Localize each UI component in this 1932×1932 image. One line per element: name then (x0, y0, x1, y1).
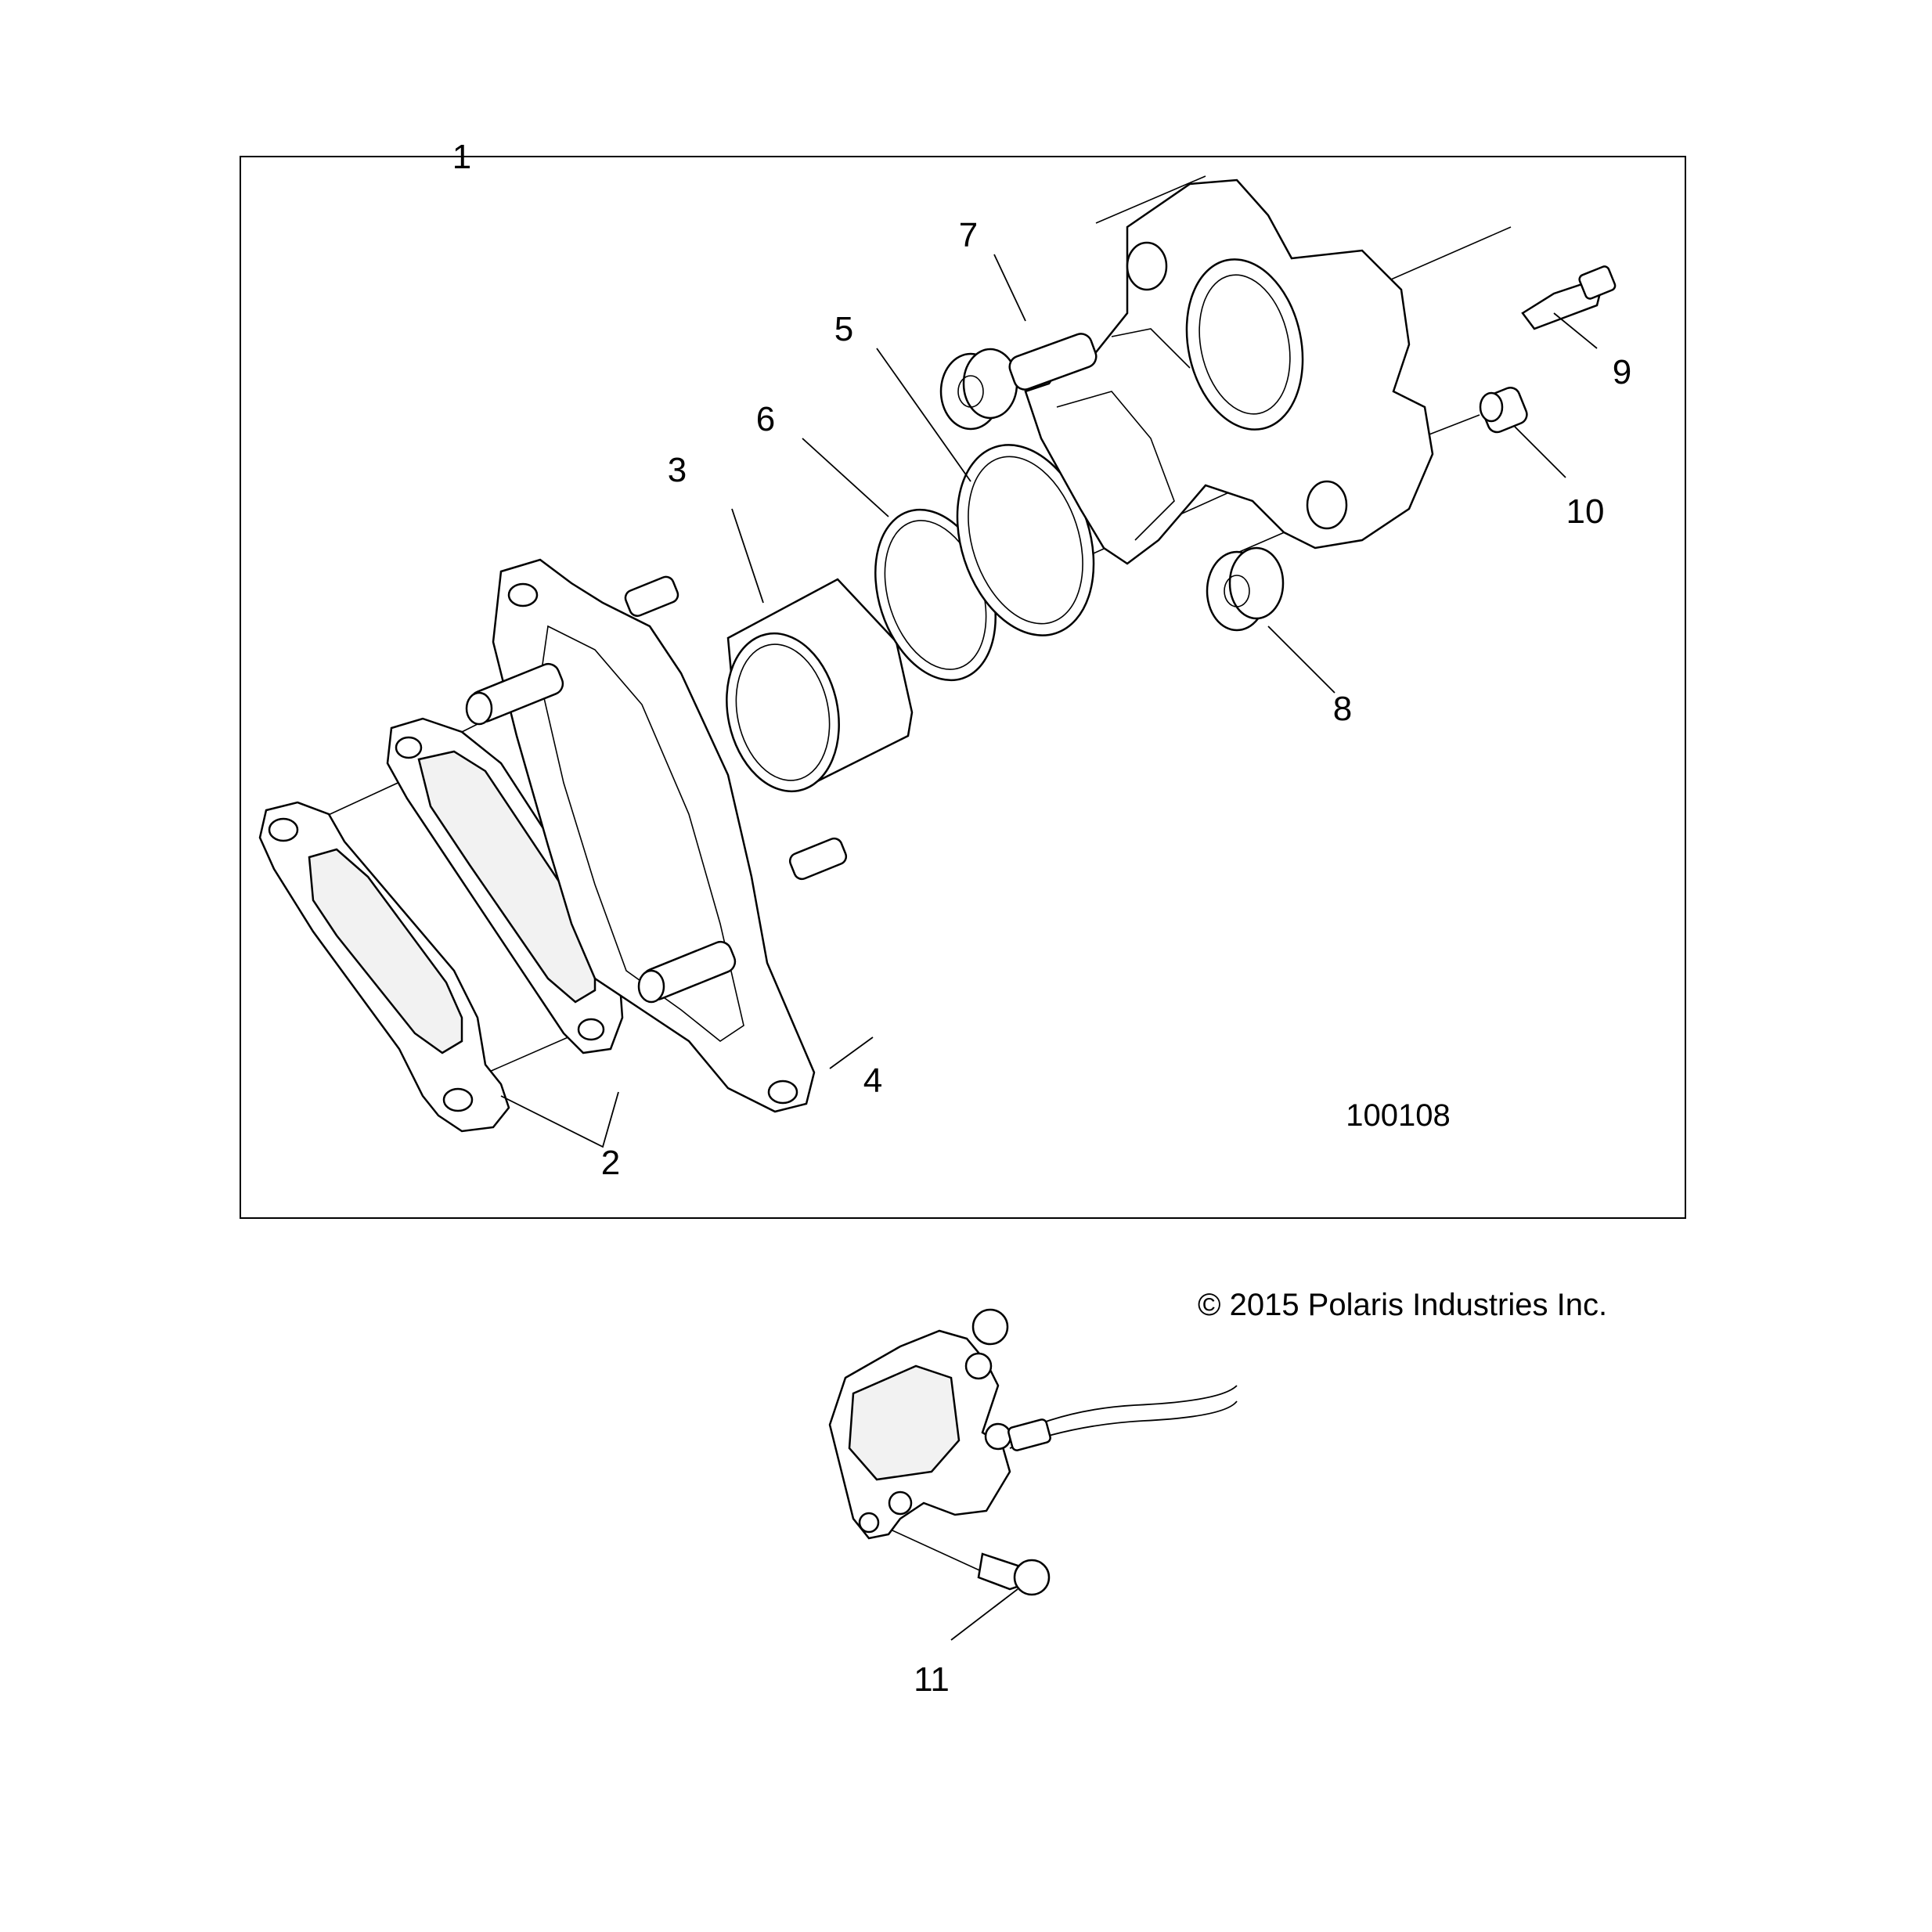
callout-10: 10 (1566, 492, 1605, 531)
callout-1: 1 (452, 138, 471, 176)
caliper-piston (726, 578, 914, 793)
callout-3: 3 (668, 451, 687, 489)
callout-5: 5 (834, 310, 853, 348)
drawing-number: 100108 (1346, 1098, 1450, 1133)
brake-pad-outer (258, 801, 510, 1133)
callout-4: 4 (863, 1062, 882, 1100)
bleeder-cap (1479, 387, 1528, 434)
callout-7: 7 (959, 216, 978, 254)
copyright-notice: © 2015 Polaris Industries Inc. (1198, 1288, 1607, 1322)
pin-boot-lower (1206, 546, 1285, 632)
brake-pad-inner (386, 717, 624, 1054)
callout-6: 6 (756, 400, 775, 438)
callout-11: 11 (914, 1660, 950, 1699)
caliper-body (1024, 178, 1434, 565)
callout-leaders (461, 157, 1598, 1641)
callout-9: 9 (1613, 353, 1631, 391)
bleeder-screw (1521, 265, 1617, 330)
callout-8: 8 (1333, 690, 1352, 728)
callout-2: 2 (601, 1144, 620, 1182)
caliper-bracket (465, 558, 848, 1113)
installed-caliper-assembly (828, 1308, 1238, 1596)
kit-boundary-box (240, 156, 1686, 1219)
callout-labels: 1 2 3 4 5 6 7 8 9 10 11 (452, 138, 1631, 1699)
pin-boot-upper (939, 333, 1098, 431)
